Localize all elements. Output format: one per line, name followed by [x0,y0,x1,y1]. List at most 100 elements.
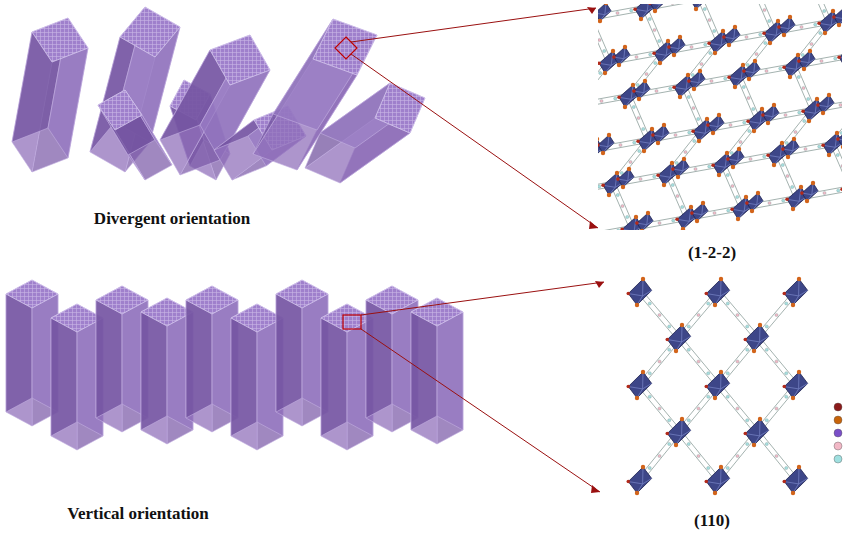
linker-atom [676,194,679,197]
octahedron-edge [628,387,642,389]
octahedron-edge [681,419,682,436]
oxygen-atom [736,217,740,221]
octahedron-edge [764,33,776,35]
oxygen-atom [611,49,615,53]
metal-octahedron [627,277,652,307]
linker-bond [638,294,677,340]
oxygen-atom [717,173,721,177]
octahedron-body [638,129,658,151]
oxygen-atom [687,79,691,83]
vertical-crystal [231,304,283,450]
octahedron-body [706,279,729,305]
oxygen-atom [780,141,784,145]
linker-atom [810,42,813,45]
octahedron-edge [720,467,721,484]
oxygen-atom [616,177,620,181]
octahedron-body [799,51,815,69]
linker-atom [802,86,805,89]
octahedron-edge [643,383,652,388]
oxygen-atom [642,149,646,153]
octahedron-body [745,419,768,445]
octahedron-body [724,27,740,45]
oxygen-atom [758,417,762,421]
metal-octahedron [761,103,779,125]
metal-octahedron [633,4,655,21]
oxygen-atom [656,174,660,178]
octahedron-edge [706,387,720,389]
metal-octahedron [617,83,639,109]
oxygen-atom [691,130,695,134]
octahedron-body [689,71,705,89]
vertical-crystal [6,280,58,426]
octahedron-edge [828,103,834,107]
linker-bond [681,430,720,478]
metal-octahedron [777,15,795,37]
octahedron-edge [799,383,808,388]
octahedron-edge [798,467,799,484]
linker-atom [708,18,711,21]
linker-bond [759,336,798,383]
metal-octahedron [726,147,744,169]
linker-atom [668,348,671,351]
octahedron-edge [699,79,705,83]
linker-atom [736,195,739,198]
linker-atom [681,205,684,208]
octahedron-body [764,21,784,43]
metal-octahedron [837,43,842,69]
crystal-top-face [231,304,283,332]
linker-bond [611,185,630,229]
linker-atom [619,143,622,146]
octahedron-edge [787,199,799,201]
crystal-top-face [375,83,425,133]
oxygen-atom [805,199,809,203]
linker-atom [648,17,651,20]
metal-octahedron [666,417,691,447]
oxygen-atom [658,61,662,65]
divergent-crystal [98,90,172,180]
oxygen-atom [797,370,801,374]
linker-atom [784,113,787,116]
oxygen-atom [797,59,801,63]
metal-octahedron [730,195,752,221]
linker-atom [614,97,617,100]
octahedron-body [667,419,690,445]
octahedron-body [598,135,614,153]
oxygen-atom [598,137,599,141]
octahedron-body [763,105,779,123]
oxygen-atom [783,385,787,389]
metal-octahedron [671,157,689,179]
oxygen-atom [711,164,715,168]
linker-bond [759,430,798,478]
arrow-head [591,485,600,493]
octahedron-edge [624,55,630,59]
linker-atom [598,38,601,41]
octahedron-edge [619,97,631,99]
oxygen-atom [783,480,787,484]
metal-octahedron [688,4,710,11]
octahedron-body [667,325,690,351]
octahedron-body [654,41,674,63]
linker-bond [776,155,795,199]
linker-atom [638,149,641,152]
oxygen-atom [678,35,682,39]
oxygen-atom [719,370,723,374]
oxygen-atom [686,73,690,77]
linker-bond [642,383,681,430]
oxygen-atom [674,349,678,353]
atom-color-key [834,403,842,463]
oxygen-atom [788,75,792,79]
oxygen-atom [731,165,735,169]
linker-atom [775,407,778,410]
metal-octahedron [821,131,842,157]
linker-atom [765,325,768,328]
linker-atom [724,77,727,80]
oxygen-atom [836,137,840,141]
linker-atom [782,199,785,202]
linker-bond [677,340,716,387]
linker-atom [775,313,778,316]
linker-atom [626,215,629,218]
linker-atom [765,442,768,445]
octahedron-edge [784,67,796,69]
oxygen-atom [705,480,709,484]
octahedron-body [674,75,694,97]
